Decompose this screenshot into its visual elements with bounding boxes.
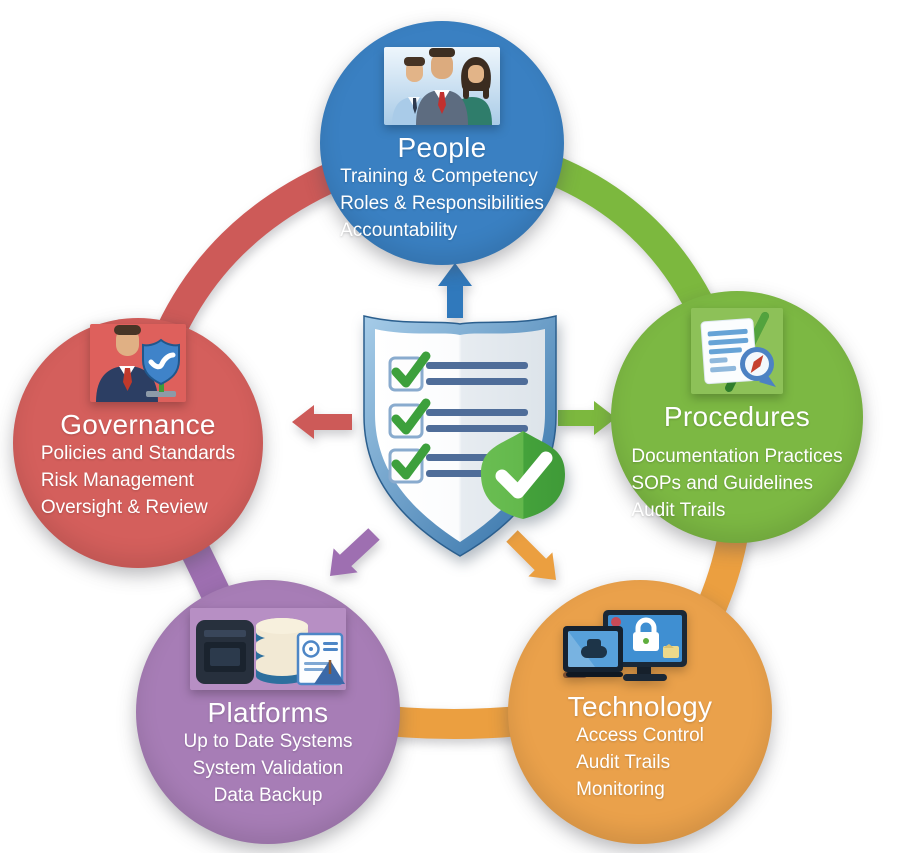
node-procedures: Procedures Documentation Practices SOPs … xyxy=(611,291,863,543)
node-item: SOPs and Guidelines xyxy=(631,472,814,494)
node-items: Access Control Audit Trails Monitoring xyxy=(576,723,704,804)
node-title: Technology xyxy=(567,691,713,722)
node-items: Documentation Practices SOPs and Guideli… xyxy=(631,444,842,525)
server-database-certificate-icon xyxy=(190,608,346,690)
node-people: People Training & Competency Roles & Res… xyxy=(320,21,564,265)
arrow-to-technology-icon xyxy=(506,530,556,580)
node-item: System Validation xyxy=(192,757,344,779)
node-items: Up to Date Systems System Validation Dat… xyxy=(184,729,353,810)
node-item: Up to Date Systems xyxy=(183,731,353,752)
arrow-to-platforms-icon xyxy=(330,528,380,576)
node-governance: Governance Policies and Standards Risk M… xyxy=(13,318,263,568)
manager-shield-icon xyxy=(90,324,186,402)
node-item: Monitoring xyxy=(576,778,665,800)
node-item: Roles & Responsibilities xyxy=(340,192,544,214)
node-item: Documentation Practices xyxy=(631,446,843,467)
node-item: Audit Trails xyxy=(576,751,671,773)
node-item: Policies and Standards xyxy=(40,443,236,464)
node-item: Accountability xyxy=(340,219,458,241)
node-item: Audit Trails xyxy=(631,499,726,521)
team-icon xyxy=(384,47,500,125)
node-item: Risk Management xyxy=(40,469,194,491)
shield-checklist-icon xyxy=(363,315,565,557)
check-badge-icon xyxy=(481,431,565,519)
node-item: Access Control xyxy=(576,725,704,746)
arrow-to-procedures-icon xyxy=(558,401,616,435)
node-technology: Technology Access Control Audit Trails M… xyxy=(508,580,772,844)
node-title: Platforms xyxy=(207,697,329,728)
arrow-to-governance-icon xyxy=(292,405,352,439)
node-items: Policies and Standards Risk Management O… xyxy=(41,441,235,522)
checklist-rows xyxy=(388,351,528,484)
node-item: Oversight & Review xyxy=(40,496,208,518)
node-item: Data Backup xyxy=(213,784,323,806)
node-title: People xyxy=(397,132,487,163)
node-items: Training & Competency Roles & Responsibi… xyxy=(340,164,544,245)
node-platforms: Platforms Up to Date Systems System Vali… xyxy=(136,580,400,844)
arrow-to-people-icon xyxy=(438,263,472,318)
document-pen-compass-icon xyxy=(691,308,783,394)
node-item: Training & Competency xyxy=(340,166,538,187)
node-title: Governance xyxy=(60,409,216,440)
node-title: Procedures xyxy=(663,401,811,432)
monitors-lock-icon xyxy=(563,610,687,681)
